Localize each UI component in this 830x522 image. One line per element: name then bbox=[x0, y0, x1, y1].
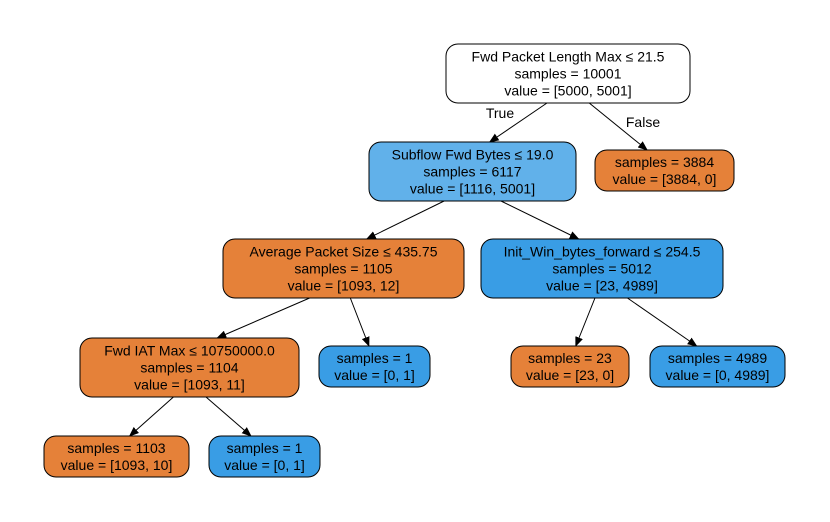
node-box bbox=[445, 43, 691, 104]
edge-label-false: False bbox=[626, 114, 660, 130]
node-box bbox=[368, 141, 577, 202]
edge-n1-n3 bbox=[365, 200, 445, 240]
node-text-line: value = [5000, 5001] bbox=[504, 83, 631, 99]
node-text-line: value = [23, 0] bbox=[526, 367, 614, 383]
node-text-line: samples = 1105 bbox=[294, 261, 392, 277]
node-text-line: samples = 6117 bbox=[423, 164, 521, 180]
node-text-line: samples = 4989 bbox=[668, 350, 767, 366]
node-text-line: samples = 1 bbox=[227, 440, 303, 456]
edge-n0-n2 bbox=[588, 102, 648, 151]
node-box bbox=[222, 238, 465, 299]
edge-n4-n7 bbox=[575, 297, 596, 347]
node-box bbox=[208, 435, 321, 478]
edge-n5-n10 bbox=[205, 396, 252, 437]
node-text-line: value = [1116, 5001] bbox=[410, 181, 535, 197]
node-text-line: samples = 3884 bbox=[615, 154, 714, 170]
node-box bbox=[649, 345, 786, 388]
node-text-line: samples = 1 bbox=[337, 350, 413, 366]
node-box bbox=[594, 149, 735, 192]
node-text-line: samples = 10001 bbox=[514, 66, 621, 82]
node-box bbox=[510, 345, 630, 388]
node-box bbox=[79, 337, 300, 398]
node-text-line: Fwd IAT Max ≤ 10750000.0 bbox=[104, 343, 275, 359]
edge-n3-n5 bbox=[216, 297, 310, 339]
node-text-line: value = [0, 1] bbox=[334, 367, 415, 383]
node-text-line: value = [3884, 0] bbox=[613, 171, 717, 187]
node-text-line: Subflow Fwd Bytes ≤ 19.0 bbox=[392, 147, 554, 163]
node-text-line: Fwd Packet Length Max ≤ 21.5 bbox=[472, 49, 665, 65]
edge-n1-n4 bbox=[500, 200, 580, 240]
edge-n4-n8 bbox=[627, 297, 698, 347]
node-box bbox=[480, 238, 724, 299]
node-text-line: Average Packet Size ≤ 435.75 bbox=[250, 244, 438, 260]
node-text-line: value = [0, 4989] bbox=[666, 367, 770, 383]
node-text-line: value = [0, 1] bbox=[224, 457, 305, 473]
node-text-line: value = [1093, 10] bbox=[61, 457, 173, 473]
node-text-line: samples = 23 bbox=[528, 350, 612, 366]
node-text-line: value = [23, 4989] bbox=[546, 278, 658, 294]
edge-n0-n1 bbox=[488, 102, 548, 143]
node-text-line: samples = 5012 bbox=[552, 261, 651, 277]
node-text-line: Init_Win_bytes_forward ≤ 254.5 bbox=[504, 244, 701, 260]
edge-n3-n6 bbox=[349, 297, 370, 347]
node-text-line: value = [1093, 11] bbox=[134, 377, 245, 393]
node-text-line: samples = 1103 bbox=[67, 440, 165, 456]
node-text-line: value = [1093, 12] bbox=[288, 278, 400, 294]
node-box bbox=[318, 345, 431, 388]
node-text-line: samples = 1104 bbox=[140, 360, 238, 376]
edge-n5-n9 bbox=[128, 396, 174, 437]
node-box bbox=[43, 435, 190, 478]
edge-label-true: True bbox=[486, 105, 514, 121]
